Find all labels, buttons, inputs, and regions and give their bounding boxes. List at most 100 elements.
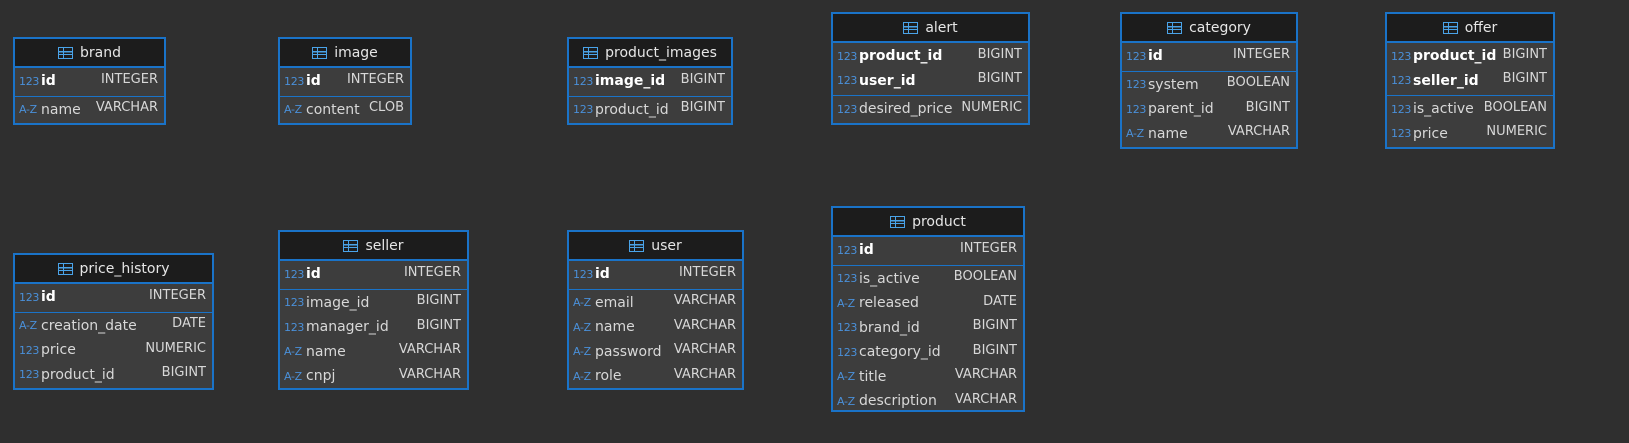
entity-header[interactable]: image (280, 39, 410, 68)
column-type: VARCHAR (673, 342, 736, 358)
entity-title: product (912, 213, 966, 230)
column-name: price (1413, 125, 1448, 142)
column-type: DATE (172, 316, 206, 332)
entity-title: image (334, 44, 378, 61)
column-type: VARCHAR (954, 367, 1017, 383)
text-type-icon: A-Z (19, 103, 37, 117)
key-column-name: id (41, 289, 56, 306)
entity-header[interactable]: alert (833, 14, 1028, 43)
column-type: VARCHAR (673, 293, 736, 309)
entity-header[interactable]: product (833, 208, 1023, 237)
key-column-name: product_id (859, 48, 943, 65)
entity-title: category (1189, 19, 1251, 36)
key-column-name: image_id (595, 73, 666, 90)
text-type-icon: A-Z (573, 369, 591, 383)
entity-header[interactable]: category (1122, 14, 1296, 43)
column-type: BIGINT (972, 318, 1017, 334)
entity-header[interactable]: price_history (15, 255, 212, 284)
column-name: is_active (859, 270, 920, 287)
key-column-name: product_id (1413, 48, 1497, 65)
numeric-type-icon: 123 (1126, 102, 1147, 116)
entity-header[interactable]: user (569, 232, 742, 261)
text-type-icon: A-Z (1126, 127, 1144, 141)
column-type: VARCHAR (673, 317, 736, 333)
table-icon (583, 46, 599, 59)
entity-header[interactable]: seller (280, 232, 467, 261)
entity-header[interactable]: brand (15, 39, 164, 68)
column-type: VARCHAR (95, 100, 158, 116)
entity-header[interactable]: product_images (569, 39, 731, 68)
numeric-type-icon: 123 (1391, 74, 1412, 88)
numeric-type-icon: 123 (19, 343, 40, 357)
column-type: VARCHAR (954, 391, 1017, 407)
numeric-type-icon: 123 (1126, 78, 1147, 92)
numeric-type-icon: 123 (837, 49, 858, 63)
numeric-type-icon: 123 (837, 74, 858, 88)
column-type: NUMERIC (1486, 124, 1547, 140)
text-type-icon: A-Z (19, 319, 37, 333)
key-column-name: seller_id (1413, 72, 1479, 89)
column-type: BOOLEAN (1483, 99, 1547, 115)
column-name: description (859, 393, 937, 410)
column-type: INTEGER (403, 264, 461, 280)
entity-header[interactable]: offer (1387, 14, 1553, 43)
column-type: BIGINT (977, 46, 1022, 62)
column-name: manager_id (306, 319, 389, 336)
column-name: parent_id (1148, 101, 1214, 118)
column-name: role (595, 368, 622, 385)
